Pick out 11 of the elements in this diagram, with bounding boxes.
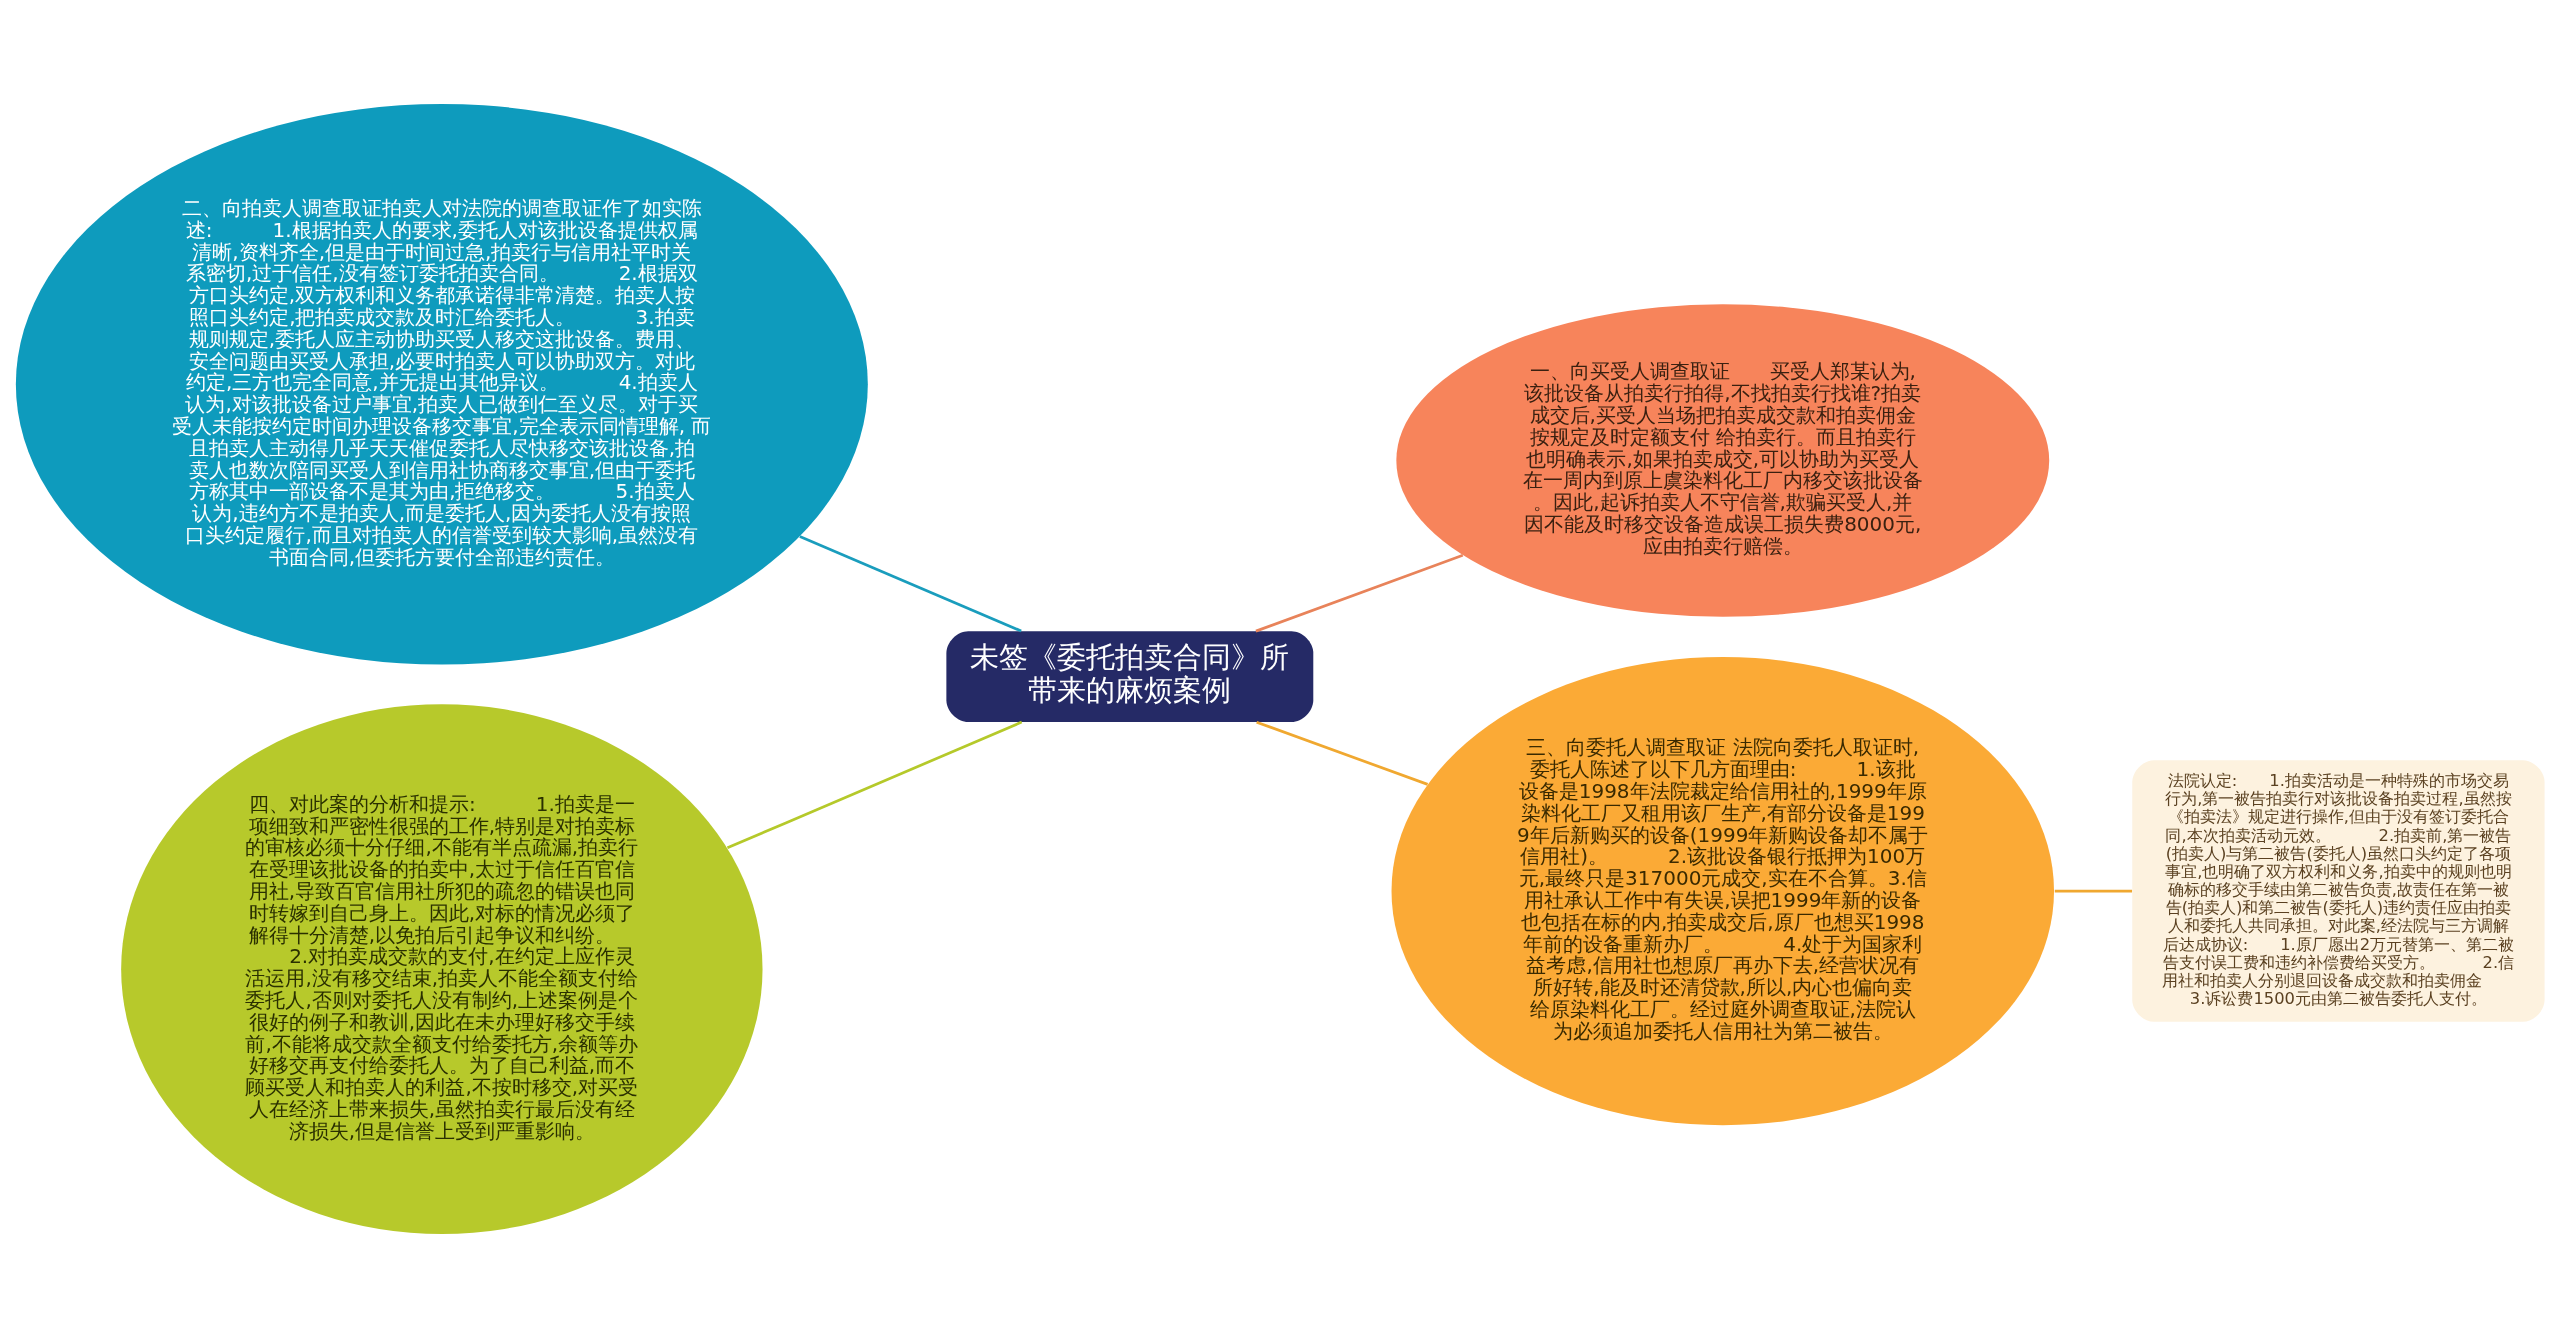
connector [1256, 720, 1429, 786]
connector [2054, 889, 2133, 893]
node-ellipse: 一、向买受人调查取证 买受人郑某认为,该批设备从拍卖行拍得,不找拍卖行找谁?拍卖成交后,买受人当场把拍卖成交款和拍卖佣金按规定及时定额支付 给拍卖行。而且拍卖行也明确表示,如果拍卖成交,可以协助为买受人在一周内到原上虞染料化工厂内移交该批设备。因此,起诉拍卖人不守信誉,欺骗买受人,并因不能及时移交设备造成误工损失费8000元,应由拍卖行赔偿。 [1396, 304, 2050, 617]
node-box: 未签《委托拍卖合同》所带来的麻烦案例 [946, 631, 1314, 723]
node-ellipse: 三、向委托人调查取证 法院向委托人取证时,委托人陈述了以下几方面理由: 1.该批设备是1998年法院裁定给信用社的,1999年原染料化工厂又租用该厂生产,有部分设备是1999年后新购买的设备(1999年新购设备却不属于信用社)。 2.该批设备银行抵押为100万元,最终只是317000元成交,实在不合算。3.信用社承认工作中有失误,误把1999年新的设备也包括在标的内,拍卖成交后,原厂也想买1998年前的设备重新办厂。 4.处于为国家利益考虑,信用社也想原厂再办下去,经营状况有所好转,能及时还清贷款,所以,内心也偏向卖给原染料化工厂。经过庭外调查取证,法院认为必须追加委托人信用社为第二被告。 [1391, 656, 2054, 1126]
node-ellipse: 二、向拍卖人调查取证拍卖人对法院的调查取证作了如实陈述: 1.根据拍卖人的要求,委托人对该批设备提供权属清晰,资料齐全,但是由于时间过急,拍卖行与信用社平时关系密切,过于信任,没有签订委托拍卖合同。 2.根据双方口头约定,双方权利和义务都承诺得非常清楚。拍卖人按照口头约定,把拍卖成交款及时汇给委托人。 3.拍卖规则规定,委托人应主动协助买受人移交这批设备。费用、安全问题由买受人承担,必要时拍卖人可以协助双方。对此约定,三方也完全同意,并无提出其他异议。 4.拍卖人认为,对该批设备过户事宜,拍卖人已做到仁至义尽。对于买受人未能按约定时间办理设备移交事宜,完全表示同情理解, 而且拍卖人主动得几乎天天催促委托人尽快移交该批设备,拍卖人也数次陪同买受人到信用社协商移交事宜,但由于委托方称其中一部设备不是其为由,拒绝移交。 5.拍卖人认为,违约方不是拍卖人,而是委托人,因为委托人没有按照口头约定履行,而且对拍卖人的信誉受到较大影响,虽然没有书面合同,但委托方要付全部违约责任。 [15, 104, 868, 665]
connector [726, 720, 1023, 850]
connector [799, 535, 1022, 633]
node-ellipse: 四、对此案的分析和提示: 1.拍卖是一项细致和严密性很强的工作,特别是对拍卖标的审核必须十分仔细,不能有半点疏漏,拍卖行在受理该批设备的拍卖中,太过于信任百官信用社,导致百官信用社所犯的疏忽的错误也同时转嫁到自己身上。因此,对标的情况必须了解得十分清楚,以免拍后引起争议和纠纷。 2.对拍卖成交款的支付,在约定上应作灵活运用,没有移交结束,拍卖人不能全额支付给委托人,否则对委托人没有制约,上述案例是个很好的例子和教训,因此在未办理好移交手续前,不能将成交款全额支付给委托方,余额等办好移交再支付给委托人。为了自己利益,而不顾买受人和拍卖人的利益,不按时移交,对买受人在经济上带来损失,虽然拍卖行最后没有经济损失,但是信誉上受到严重影响。 [121, 704, 763, 1235]
connector [1255, 553, 1464, 633]
node-box: 法院认定: 1.拍卖活动是一种特殊的市场交易行为,第一被告拍卖行对该批设备拍卖过程,虽然按《拍卖法》规定进行操作,但由于没有签订委托合同,本次拍卖活动元效。 2.拍卖前,第一被告(拍卖人)与第二被告(委托人)虽然口头约定了各项事宜,也明确了双方权利和义务,拍卖中的规则也明确标的移交手续由第二被告负责,故责任在第一被告(拍卖人)和第二被告(委托人)违约责任应由拍卖人和委托人共同承担。对此案,经法院与三方调解后达成协议: 1.原厂愿出2万元替第一、第二被告支付误工费和违约补偿费给买受方。 2.信用社和拍卖人分别退回设备成交款和拍卖佣金 3.诉讼费1500元由第二被告委托人支付。 [2132, 760, 2545, 1022]
